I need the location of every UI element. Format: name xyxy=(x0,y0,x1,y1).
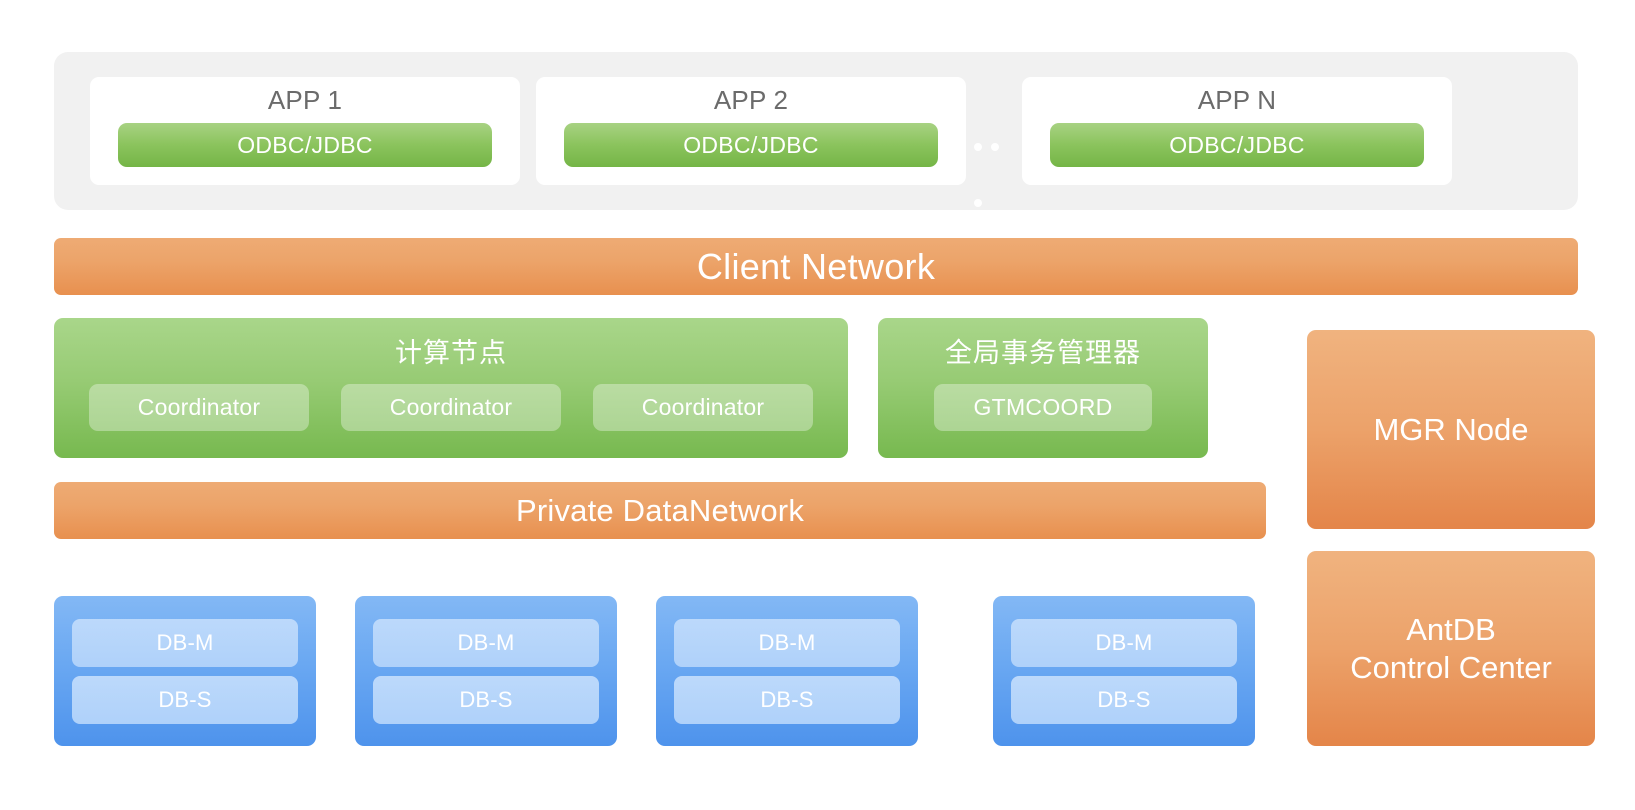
antdb-control-center-block[interactable]: AntDB Control Center xyxy=(1307,551,1595,746)
db-slave-chip[interactable]: DB-S xyxy=(1011,675,1237,724)
odbc-jdbc-connector[interactable]: ODBC/JDBC xyxy=(564,123,938,167)
app-title: APP 1 xyxy=(267,85,343,115)
ellipsis-dots-icon xyxy=(974,143,1008,153)
private-data-network-bar: Private DataNetwork xyxy=(54,482,1266,539)
gtm-node-title: 全局事务管理器 xyxy=(945,338,1141,368)
control-center-label: AntDB Control Center xyxy=(1350,611,1552,685)
coordinator-row: Coordinator Coordinator Coordinator xyxy=(54,384,848,431)
db-slave-chip[interactable]: DB-S xyxy=(72,675,298,724)
db-group-2: DB-M DB-S xyxy=(355,596,617,746)
db-slave-chip[interactable]: DB-S xyxy=(373,675,599,724)
app-card-1[interactable]: APP 1 ODBC/JDBC xyxy=(90,77,520,185)
db-master-chip[interactable]: DB-M xyxy=(72,618,298,667)
coordinator-chip-2[interactable]: Coordinator xyxy=(341,384,561,431)
db-slave-chip[interactable]: DB-S xyxy=(674,675,900,724)
coordinator-chip-1[interactable]: Coordinator xyxy=(89,384,309,431)
control-center-line2: Control Center xyxy=(1350,649,1552,685)
control-center-line1: AntDB xyxy=(1406,612,1496,648)
gtmcoord-chip[interactable]: GTMCOORD xyxy=(934,384,1152,431)
odbc-jdbc-connector[interactable]: ODBC/JDBC xyxy=(1050,123,1424,167)
app-title: APP N xyxy=(1197,85,1277,115)
db-group-4: DB-M DB-S xyxy=(993,596,1255,746)
compute-node-panel: 计算节点 Coordinator Coordinator Coordinator xyxy=(54,318,848,458)
db-group-3: DB-M DB-S xyxy=(656,596,918,746)
db-master-chip[interactable]: DB-M xyxy=(1011,618,1237,667)
gtm-chip-row: GTMCOORD xyxy=(878,384,1208,431)
app-card-n[interactable]: APP N ODBC/JDBC xyxy=(1022,77,1452,185)
app-card-2[interactable]: APP 2 ODBC/JDBC xyxy=(536,77,966,185)
ellipsis-dot-lower-icon xyxy=(974,199,984,209)
odbc-jdbc-connector[interactable]: ODBC/JDBC xyxy=(118,123,492,167)
app-title: APP 2 xyxy=(713,85,789,115)
db-master-chip[interactable]: DB-M xyxy=(674,618,900,667)
dot-icon xyxy=(991,143,999,151)
dot-icon xyxy=(974,143,982,151)
db-group-1: DB-M DB-S xyxy=(54,596,316,746)
client-network-bar: Client Network xyxy=(54,238,1578,295)
db-master-chip[interactable]: DB-M xyxy=(373,618,599,667)
mgr-node-block[interactable]: MGR Node xyxy=(1307,330,1595,529)
coordinator-chip-3[interactable]: Coordinator xyxy=(593,384,813,431)
application-layer-panel: APP 1 ODBC/JDBC APP 2 ODBC/JDBC APP N OD… xyxy=(54,52,1578,210)
gtm-node-panel: 全局事务管理器 GTMCOORD xyxy=(878,318,1208,458)
compute-node-title: 计算节点 xyxy=(395,338,507,368)
dot-icon xyxy=(974,199,982,207)
